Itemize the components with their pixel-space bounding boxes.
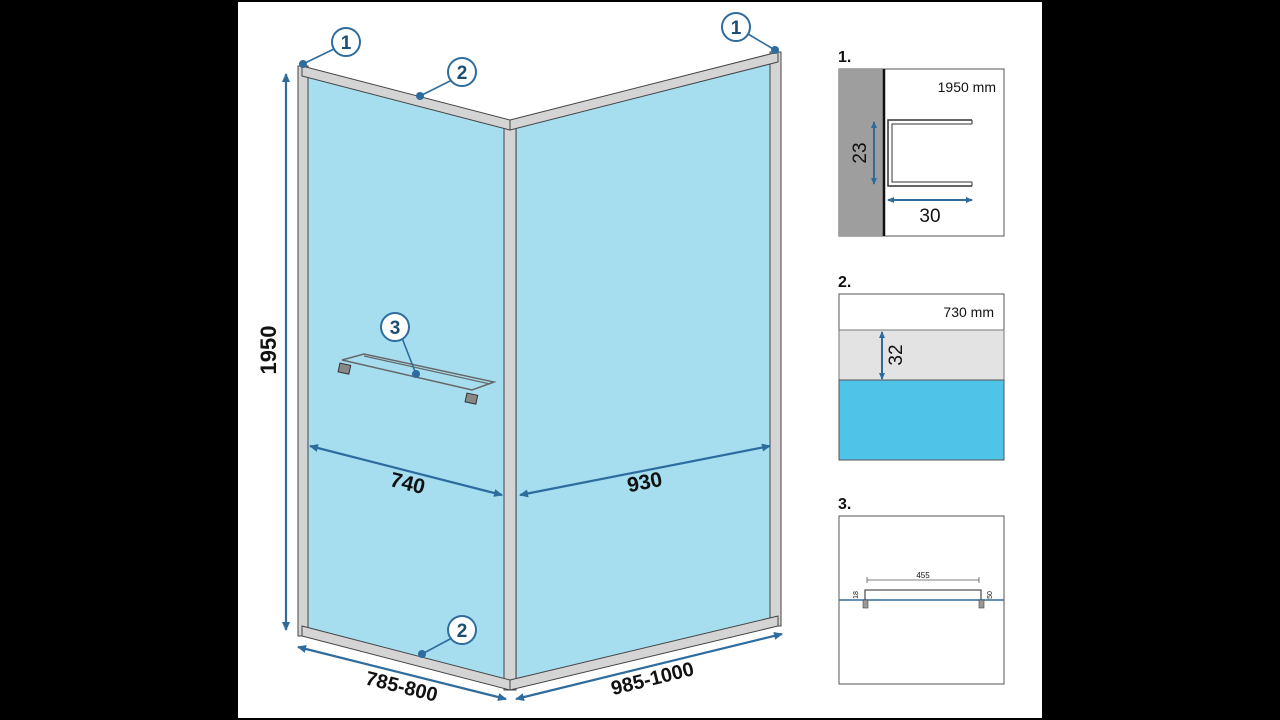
detail-1-title: 1.: [838, 49, 851, 66]
right-width-dimension-line: [515, 632, 783, 701]
callout-2-bottom: 2: [418, 615, 477, 658]
left-width-dimension-line: [297, 645, 507, 701]
detail-3-title: 3.: [838, 496, 851, 513]
right-panel-dimension-line: [519, 443, 771, 498]
dimension-lines: [282, 73, 783, 701]
left-glass-panel: [304, 74, 507, 685]
detail-2-vertical-dimension: 32: [886, 344, 907, 365]
callout-2-top-label: 2: [457, 63, 468, 84]
callout-1-left-label: 1: [341, 33, 352, 54]
shower-enclosure: [297, 51, 782, 691]
callout-1-right: 1: [721, 12, 779, 54]
callout-3-label: 3: [390, 318, 401, 339]
detail-2-profile: [838, 329, 1005, 381]
detail-3: 3. 455 18 50: [838, 496, 1005, 685]
left-panel-dimension-line: [309, 444, 503, 497]
callout-2-top: 2: [416, 57, 477, 100]
callouts: 1 1 2 2 3: [299, 12, 779, 658]
detail-1-horizontal-dimension: 30: [919, 206, 940, 227]
callout-1-right-label: 1: [731, 18, 742, 39]
detail-2: 2. 730 mm 32: [838, 274, 1005, 461]
height-dimension-label: 1950: [256, 326, 281, 375]
detail-3-left-dimension: 18: [853, 591, 860, 599]
detail-2-glass: [838, 379, 1005, 461]
callout-2-bottom-label: 2: [457, 621, 468, 642]
towel-bar: [337, 353, 497, 405]
detail-3-right-dimension: 50: [987, 591, 994, 599]
detail-1: 1. 1950 mm 23 30: [838, 49, 1005, 237]
right-glass-panel: [515, 59, 775, 685]
detail-1-vertical-dimension: 23: [850, 142, 871, 163]
callout-1-left: 1: [299, 27, 361, 68]
shower-enclosure-diagram: 1950 740 930 785-800 985-1000 1 1 2: [256, 12, 1005, 707]
detail-3-length-dimension: 455: [916, 571, 930, 580]
callout-3: 3: [380, 312, 420, 378]
detail-1-height-label: 1950 mm: [938, 79, 996, 95]
detail-2-title: 2.: [838, 274, 851, 291]
diagram-sheet: 1950 740 930 785-800 985-1000 1 1 2: [238, 2, 1042, 718]
detail-2-width-label: 730 mm: [943, 304, 994, 320]
